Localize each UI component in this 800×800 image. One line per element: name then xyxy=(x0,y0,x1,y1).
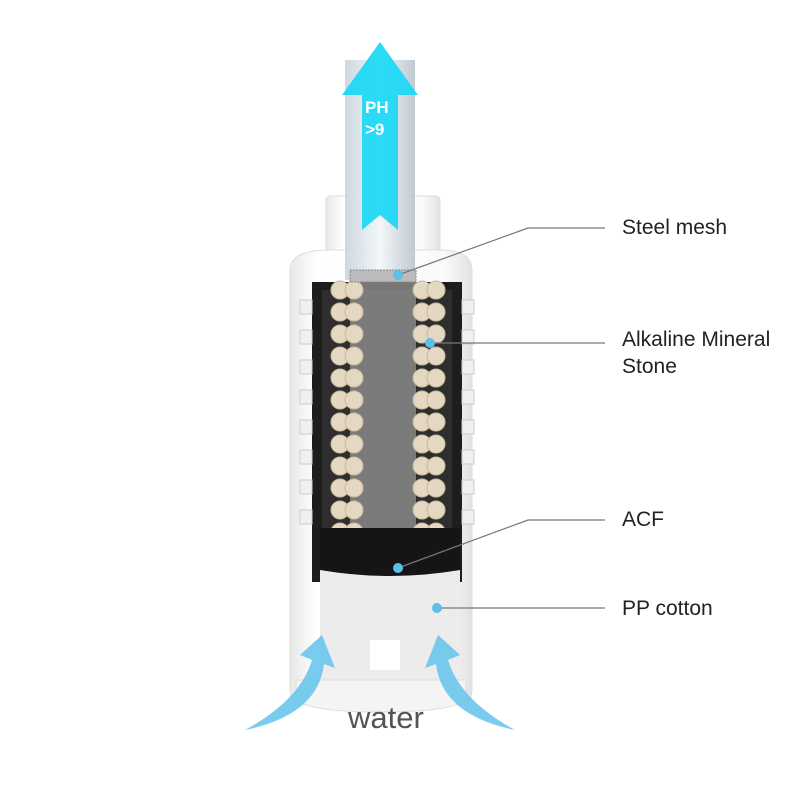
label-alkaline-mineral-stone-line1: Alkaline Mineral xyxy=(622,328,771,351)
cage-ribs xyxy=(299,299,475,525)
outflow-arrow xyxy=(342,42,418,230)
label-alkaline-mineral-stone-line2: Stone xyxy=(622,355,677,378)
alkaline-mineral-stones xyxy=(330,280,446,547)
mineral-stone-bead xyxy=(344,302,364,322)
leader-line-acf xyxy=(397,519,605,569)
cage-rib xyxy=(299,509,313,525)
mineral-stone-bead xyxy=(344,456,364,476)
label-steel-mesh: Steel mesh xyxy=(622,216,728,239)
ph-value: >9 xyxy=(365,120,385,139)
cage-rib xyxy=(461,299,475,315)
mineral-stone-bead xyxy=(426,478,446,498)
cage-rib xyxy=(299,479,313,495)
label-pp-cotton: PP cotton xyxy=(622,597,713,620)
cage-rib xyxy=(461,359,475,375)
inlet-arrow-right xyxy=(425,635,515,730)
ph-label: PH xyxy=(365,98,389,117)
mineral-stone-bead xyxy=(426,302,446,322)
cage-rib xyxy=(299,359,313,375)
acf-layer xyxy=(320,528,460,576)
mineral-stone-bead xyxy=(426,456,446,476)
cage-rib xyxy=(461,479,475,495)
cage-rib xyxy=(461,419,475,435)
mineral-stone-bead xyxy=(344,346,364,366)
leader-line-steel-mesh xyxy=(397,227,605,276)
mineral-stone-bead xyxy=(344,280,364,300)
cage-rib xyxy=(299,389,313,405)
mineral-stone-bead xyxy=(426,368,446,388)
mineral-stone-bead xyxy=(344,324,364,344)
mineral-stone-bead xyxy=(426,434,446,454)
marker-dot-alkaline-stone xyxy=(425,338,435,348)
inlet-arrow-left xyxy=(245,635,335,730)
mineral-stone-bead xyxy=(344,412,364,432)
marker-dot-steel-mesh xyxy=(393,270,403,280)
mineral-stone-bead xyxy=(344,368,364,388)
cage-rib xyxy=(461,389,475,405)
mineral-stone-bead xyxy=(344,434,364,454)
mineral-stone-bead xyxy=(344,478,364,498)
cage-rib xyxy=(299,449,313,465)
marker-dot-pp-cotton xyxy=(432,603,442,613)
mineral-stone-bead xyxy=(426,280,446,300)
cage-rib xyxy=(299,329,313,345)
mineral-stone-bead xyxy=(426,412,446,432)
mineral-stone-bead xyxy=(426,500,446,520)
mineral-stone-bead xyxy=(344,500,364,520)
cage-rib xyxy=(461,449,475,465)
cage-rib xyxy=(461,329,475,345)
cage-rib xyxy=(461,509,475,525)
mineral-stone-bead xyxy=(426,346,446,366)
water-inlet-label: water xyxy=(348,700,424,735)
mineral-stone-bead xyxy=(344,390,364,410)
pp-cotton-layer xyxy=(320,570,460,680)
mineral-stone-bead xyxy=(426,390,446,410)
cage-rib xyxy=(299,299,313,315)
label-acf: ACF xyxy=(622,508,664,531)
cage-rib xyxy=(299,419,313,435)
marker-dot-acf xyxy=(393,563,403,573)
